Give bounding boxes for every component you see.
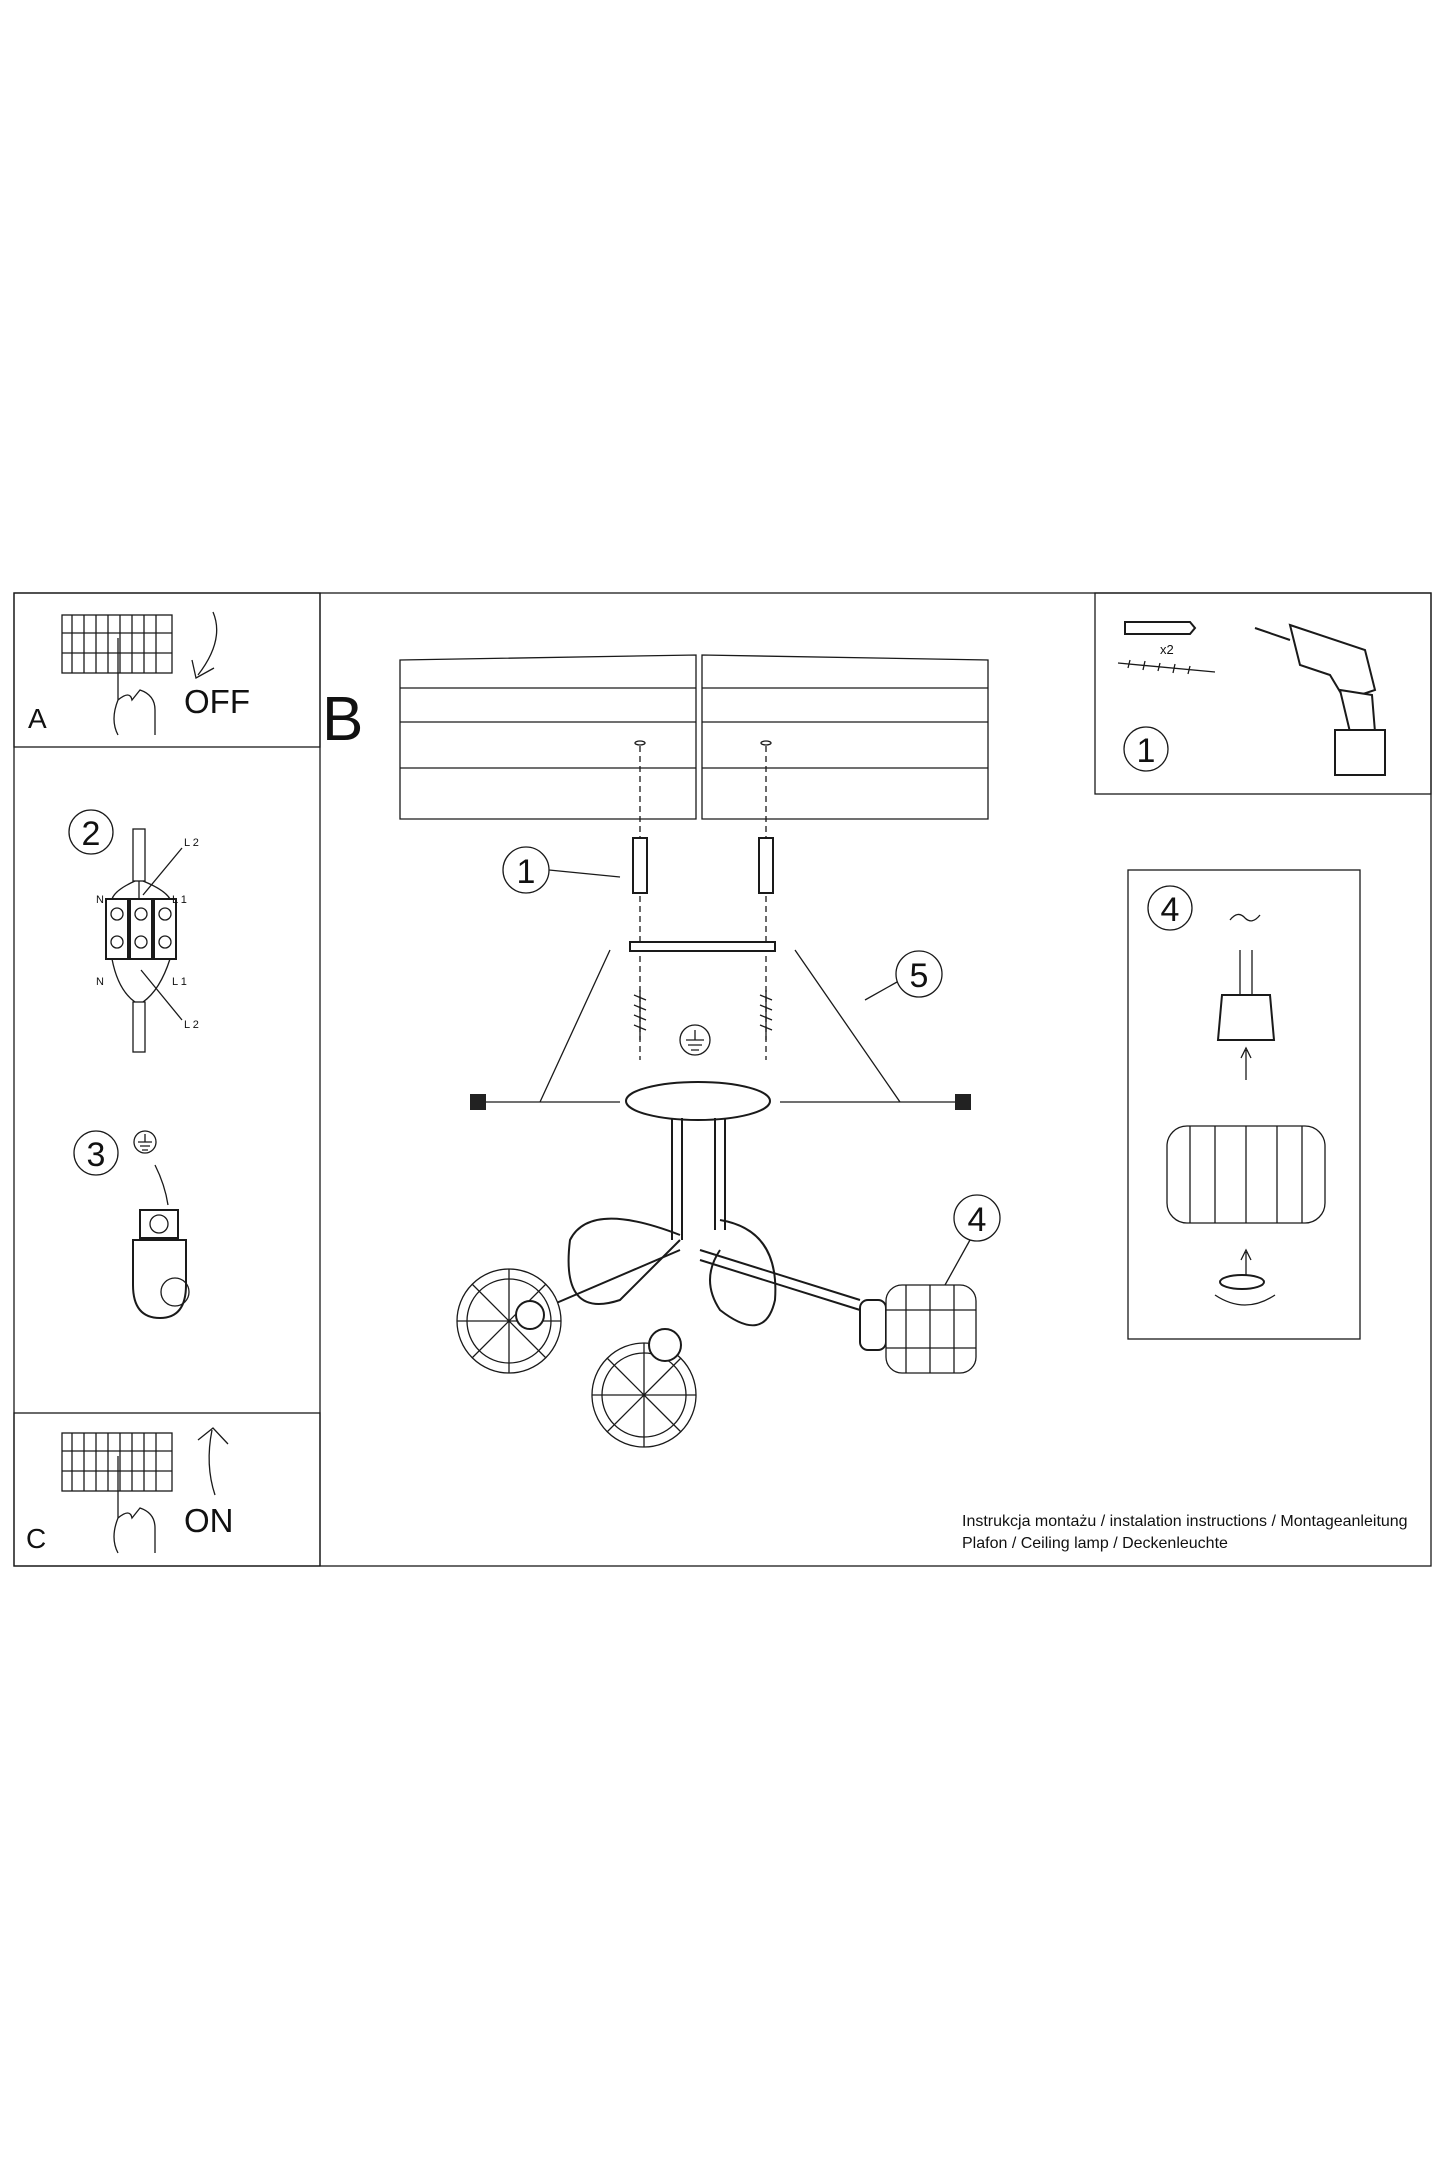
lamp-arms: [539, 1118, 861, 1327]
step-1-number: 1: [1137, 732, 1156, 770]
mounting-bracket: [629, 941, 776, 952]
panel-c-power-on: ON C: [13, 1412, 321, 1567]
side-screw-icon: [470, 1094, 971, 1110]
outer-frame: [13, 592, 1432, 1567]
hand-icon: [113, 1456, 156, 1554]
off-label: OFF: [184, 683, 250, 720]
lamp-cage-left: [456, 1268, 562, 1374]
step-2-number: 2: [82, 815, 101, 853]
callout-4: 4: [968, 1201, 987, 1239]
ceiling-illustration: [399, 654, 989, 1060]
screw-icon: [633, 990, 773, 1040]
panel-shade: 4: [1127, 869, 1361, 1340]
panel-b-mounting: B 1 5: [319, 593, 1001, 1566]
screw-icon: [1117, 659, 1216, 675]
on-label: ON: [184, 1502, 234, 1539]
wall-plug-icon: [632, 837, 774, 894]
wire-label: N: [96, 976, 104, 988]
hand-icon: [113, 638, 156, 736]
panel-a-letter: A: [28, 703, 47, 734]
lamp-cage-right: [859, 1284, 977, 1374]
ground-symbol-icon: [133, 1130, 157, 1154]
arrow-down-icon: [191, 611, 218, 679]
callout-1: 1: [517, 853, 536, 891]
breaker-box-icon: [61, 1432, 173, 1492]
step-4-number: 4: [1161, 891, 1180, 929]
wiring-diagram: 2 L 2 N L 1 N L 1 L 2: [68, 809, 199, 1053]
arrow-up-icon: [1240, 1046, 1252, 1080]
lamp-canopy: [625, 1081, 771, 1121]
lamp-socket: [1216, 994, 1276, 1041]
ground-connection-diagram: 3: [73, 1130, 190, 1320]
panel-a-power-off: OFF A: [13, 592, 321, 748]
wire-label: L 1: [172, 894, 187, 906]
quantity-label: x2: [1160, 642, 1174, 657]
panel-b-letter: B: [322, 685, 363, 754]
footer-subtitle: Plafon / Ceiling lamp / Deckenleuchte: [962, 1535, 1228, 1552]
step-3-number: 3: [87, 1136, 106, 1174]
breaker-box-icon: [61, 614, 173, 674]
footer-title: Instrukcja montażu / instalation instruc…: [962, 1513, 1408, 1530]
wire-label: N: [96, 894, 104, 906]
wall-plug-icon: [1124, 621, 1197, 635]
drill-icon: [1254, 623, 1386, 776]
wire-label: L 1: [172, 976, 187, 988]
arrow-up-icon: [197, 1427, 229, 1496]
rotate-icon: [1214, 1294, 1276, 1306]
wire-label: L 2: [184, 837, 199, 849]
ring-nut: [1219, 1274, 1265, 1290]
panel-tools: x2 1: [1094, 592, 1432, 795]
ground-symbol-icon: [679, 1024, 711, 1056]
callout-5: 5: [910, 957, 929, 995]
panel-c-letter: C: [26, 1523, 46, 1554]
cage-shade: [1166, 1125, 1326, 1224]
wire-label: L 2: [184, 1019, 199, 1031]
lamp-cage-middle: [591, 1328, 697, 1448]
